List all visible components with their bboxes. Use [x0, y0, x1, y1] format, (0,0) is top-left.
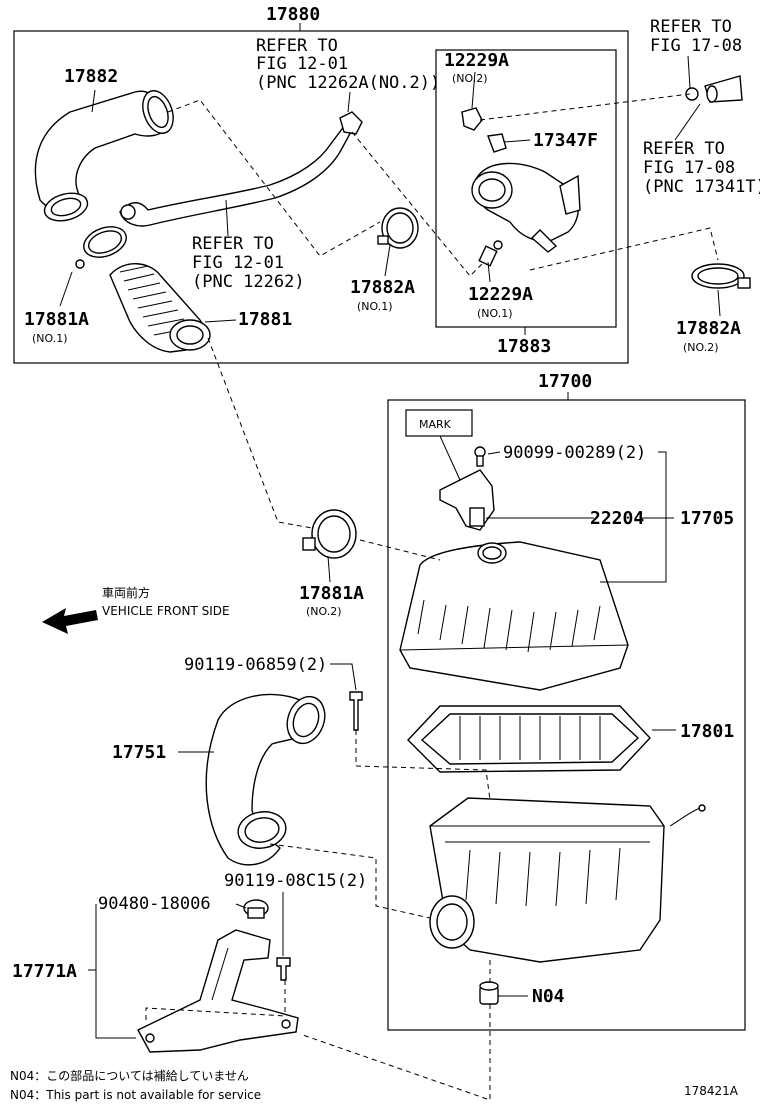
group-frame-17700 — [387, 399, 746, 1031]
part-90480-18006-grommet — [243, 899, 269, 919]
ref-fig-17-08-b-line3: (PNC 17341T) — [643, 177, 760, 197]
label-90119-06859: 90119-06859(2) — [184, 655, 327, 675]
part-clip-12262A — [339, 111, 363, 135]
note-en: N04：This part is not available for servi… — [10, 1088, 261, 1102]
note-jp: N04：この部品については補給していません — [10, 1068, 249, 1083]
left-arrow-icon — [42, 608, 98, 634]
part-17883-resonator — [471, 162, 581, 253]
label-17347F: 17347F — [533, 130, 598, 151]
label-17883: 17883 — [497, 336, 551, 357]
label-no2-a: (NO.2) — [452, 72, 488, 85]
label-17771A: 17771A — [12, 961, 77, 982]
part-breather-hose — [119, 124, 353, 227]
ref-fig-12-01-b-line1: REFER TO — [192, 234, 274, 254]
part-17882A-clamp-no1 — [377, 207, 419, 249]
ref-fig-17-08-a-line2: FIG 17-08 — [650, 36, 742, 56]
part-17881-bellows — [109, 263, 211, 353]
part-22204-flow-meter — [439, 446, 495, 531]
part-17882A-clamp-no2 — [691, 263, 751, 289]
label-no1-c: (NO.1) — [32, 332, 68, 345]
group-frame-17880 — [13, 30, 629, 364]
label-no2-c: (NO.2) — [306, 605, 342, 618]
part-17751-inlet-duct — [205, 693, 326, 866]
part-17882-hose — [34, 90, 174, 222]
label-17881A-bottom: 17881A — [299, 583, 364, 604]
part-pipe-end — [685, 75, 743, 103]
label-17882A-right: 17882A — [676, 318, 741, 339]
part-air-cleaner-case — [429, 797, 706, 963]
part-17801-filter — [407, 705, 651, 773]
drawing-id: 178421A — [684, 1084, 739, 1098]
label-17881A-top: 17881A — [24, 309, 89, 330]
label-no1-b: (NO.1) — [477, 307, 513, 320]
part-17705-upper-cap — [399, 541, 629, 691]
label-22204: 22204 — [590, 508, 644, 529]
label-17705: 17705 — [680, 508, 734, 529]
ref-fig-12-01-b-line3: (PNC 12262) — [192, 272, 305, 292]
ref-fig-17-08-b-line1: REFER TO — [643, 139, 725, 159]
mark-box — [405, 409, 473, 437]
part-17347F — [487, 133, 507, 153]
part-12229A-clip-no2 — [461, 107, 483, 131]
label-N04: N04 — [532, 986, 565, 1007]
label-17881: 17881 — [238, 309, 292, 330]
part-17881A-clamp-no2 — [302, 509, 357, 559]
label-90119-08C15: 90119-08C15(2) — [224, 871, 367, 891]
part-17771A-bracket — [137, 929, 299, 1053]
ref-fig-12-01-a-line3: (PNC 12262A(NO.2)) — [256, 73, 440, 93]
ref-fig-12-01-b-line2: FIG 12-01 — [192, 253, 284, 273]
part-90119-06859-bolt — [349, 691, 363, 731]
label-17880: 17880 — [266, 4, 320, 25]
group-frame-17883 — [435, 49, 617, 328]
label-no1-a: (NO.1) — [357, 300, 393, 313]
label-no2-b: (NO.2) — [683, 341, 719, 354]
label-vehicle-front-jp: 車両前方 — [102, 585, 150, 600]
label-17882: 17882 — [64, 66, 118, 87]
label-90480-18006: 90480-18006 — [98, 894, 211, 914]
dashed-lines — [145, 93, 719, 1101]
label-12229A-top: 12229A — [444, 50, 509, 71]
ref-fig-17-08-b-line2: FIG 17-08 — [643, 158, 735, 178]
part-90119-08C15-bolt — [276, 957, 291, 981]
ref-fig-12-01-a-line2: FIG 12-01 — [256, 54, 348, 74]
label-90099-00289: 90099-00289(2) — [503, 443, 646, 463]
label-17700: 17700 — [538, 371, 592, 392]
part-17881A-clamp-no1 — [75, 226, 127, 269]
label-17751: 17751 — [112, 742, 166, 763]
part-12229A-clip-no1 — [478, 240, 503, 267]
leader-lines — [59, 23, 721, 1039]
label-vehicle-front-en: VEHICLE FRONT SIDE — [102, 604, 230, 618]
label-12229A-bottom: 12229A — [468, 284, 533, 305]
ref-fig-12-01-a-line1: REFER TO — [256, 36, 338, 56]
label-mark: MARK — [419, 418, 452, 431]
label-17882A-mid: 17882A — [350, 277, 415, 298]
label-17801: 17801 — [680, 721, 734, 742]
part-N04-grommet — [479, 981, 499, 1005]
ref-fig-17-08-a-line1: REFER TO — [650, 17, 732, 37]
